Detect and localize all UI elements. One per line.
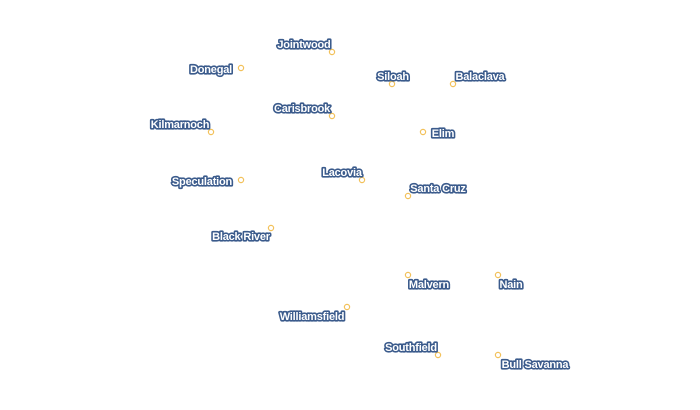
place-santa-cruz: Santa Cruz	[404, 181, 468, 200]
place-label-jointwood: Jointwood	[277, 39, 330, 51]
place-speculation: Speculation	[170, 174, 245, 190]
place-label-malvern: Malvern	[409, 279, 450, 291]
place-black-river: Black River	[211, 224, 275, 245]
place-marker-carisbrook	[328, 112, 336, 120]
place-williamsfield: Williamsfield	[278, 303, 351, 325]
place-marker-lacovia	[358, 176, 366, 184]
place-siloah: Siloah	[375, 69, 411, 88]
place-marker-santa-cruz	[404, 192, 412, 200]
place-marker-williamsfield	[343, 303, 351, 311]
place-bull-savanna: Bull Savanna	[494, 351, 571, 373]
place-marker-donegal	[237, 64, 245, 72]
place-label-elim: Elim	[432, 128, 455, 140]
place-lacovia: Lacovia	[321, 165, 366, 184]
place-label-siloah: Siloah	[377, 71, 409, 83]
place-marker-malvern	[404, 271, 412, 279]
place-southfield: Southfield	[384, 340, 442, 359]
place-marker-black-river	[267, 224, 275, 232]
place-marker-jointwood	[328, 48, 336, 56]
place-elim: Elim	[419, 126, 456, 142]
place-label-williamsfield: Williamsfield	[280, 311, 345, 323]
place-label-lacovia: Lacovia	[322, 167, 363, 179]
place-kilmarnoch: Kilmarnoch	[149, 117, 215, 136]
place-marker-elim	[419, 128, 427, 136]
place-label-nain: Nain	[499, 279, 523, 291]
place-carisbrook: Carisbrook	[272, 101, 336, 120]
place-nain: Nain	[494, 271, 525, 293]
place-balaclava: Balaclava	[449, 69, 507, 88]
place-label-bull-savanna: Bull Savanna	[502, 359, 570, 371]
place-label-kilmarnoch: Kilmarnoch	[151, 119, 210, 131]
place-malvern: Malvern	[404, 271, 451, 293]
place-marker-balaclava	[449, 80, 457, 88]
place-marker-siloah	[388, 80, 396, 88]
place-label-black-river: Black River	[212, 231, 271, 243]
place-donegal: Donegal	[188, 62, 245, 78]
place-marker-speculation	[237, 176, 245, 184]
place-label-speculation: Speculation	[172, 176, 233, 188]
place-marker-nain	[494, 271, 502, 279]
place-label-carisbrook: Carisbrook	[274, 103, 331, 115]
place-label-southfield: Southfield	[385, 342, 437, 354]
place-label-balaclava: Balaclava	[456, 71, 506, 83]
place-marker-bull-savanna	[494, 351, 502, 359]
place-label-donegal: Donegal	[190, 64, 232, 76]
place-label-santa-cruz: Santa Cruz	[410, 183, 466, 195]
place-marker-southfield	[434, 351, 442, 359]
place-jointwood: Jointwood	[276, 37, 336, 56]
place-marker-kilmarnoch	[207, 128, 215, 136]
